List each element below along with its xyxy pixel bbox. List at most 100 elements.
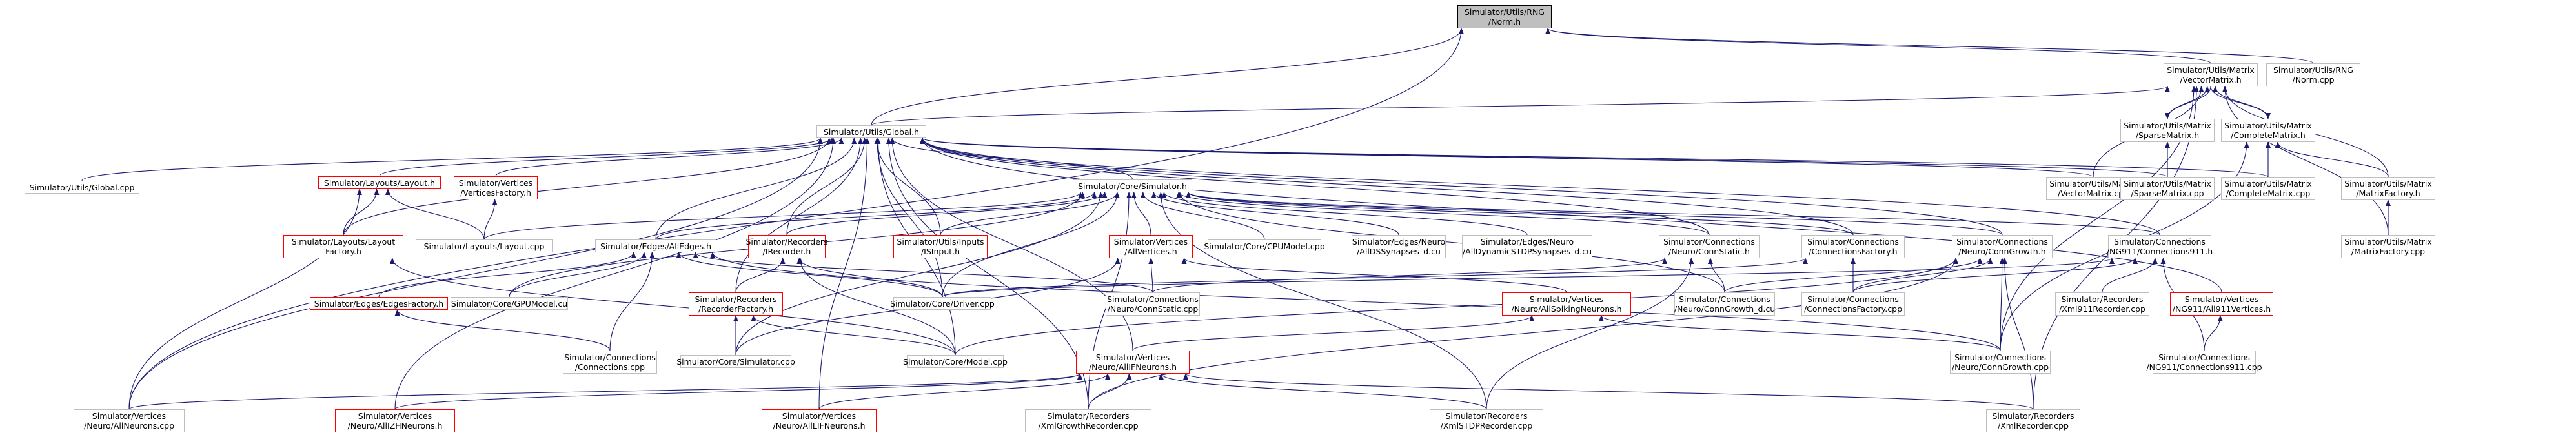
file-node-core-sim-cpp[interactable]: Simulator/Core/Simulator.cpp bbox=[676, 355, 795, 368]
node-label-line: Simulator/Connections bbox=[1807, 237, 1899, 247]
file-node-allneuro-cpp[interactable]: Simulator/Vertices/Neuro/AllNeurons.cpp bbox=[74, 409, 185, 432]
file-node-cpumodel-cpp[interactable]: Simulator/Core/CPUModel.cpp bbox=[1204, 239, 1325, 252]
node-label-line: Simulator/Vertices bbox=[2184, 294, 2259, 304]
file-node-allizh-h[interactable]: Simulator/Vertices/Neuro/AllIZHNeurons.h bbox=[335, 409, 455, 432]
file-node-rng-norm[interactable]: Simulator/Utils/RNG/Norm.h bbox=[1457, 5, 1552, 28]
include-edge bbox=[378, 252, 636, 298]
include-edge bbox=[1598, 315, 2001, 351]
node-label-line: Simulator/Connections bbox=[1956, 237, 2048, 247]
file-node-layout-h[interactable]: Simulator/Layouts/Layout.h bbox=[318, 176, 441, 189]
node-label-line: /Norm.h bbox=[1488, 17, 1521, 26]
file-node-complete-h[interactable]: Simulator/Utils/Matrix/CompleteMatrix.h bbox=[2221, 119, 2315, 142]
node-label-line: /MatrixFactory.cpp bbox=[2351, 247, 2426, 256]
include-edge bbox=[920, 137, 2160, 236]
file-node-connstatic-cpp[interactable]: Simulator/Connections/Neuro/ConnStatic.c… bbox=[1106, 292, 1200, 316]
file-node-allvert-h[interactable]: Simulator/Vertices/AllVertices.h bbox=[1109, 235, 1193, 258]
file-node-alllif-h[interactable]: Simulator/Vertices/Neuro/AllLIFNeurons.h bbox=[762, 409, 877, 432]
node-label-line: /Neuro/AllIZHNeurons.h bbox=[347, 421, 443, 431]
include-edge bbox=[796, 258, 943, 298]
include-edge bbox=[1999, 258, 2005, 351]
node-label-line: /ISInput.h bbox=[920, 247, 960, 256]
file-node-layout-cpp[interactable]: Simulator/Layouts/Layout.cpp bbox=[416, 239, 553, 252]
file-node-conngrowth-cu[interactable]: Simulator/Connections/Neuro/ConnGrowth_d… bbox=[1674, 292, 1775, 316]
file-node-alldss-cu[interactable]: Simulator/Edges/Neuro/AllDSSynapses_d.cu bbox=[1352, 235, 1446, 258]
node-label-line: Simulator/Edges/EdgesFactory.h bbox=[314, 298, 444, 309]
node-label-line: /XmlSTDPRecorder.cpp bbox=[1440, 421, 1533, 431]
file-node-recfac-h[interactable]: Simulator/Recorders/RecorderFactory.h bbox=[689, 292, 783, 316]
file-node-xml911-cpp[interactable]: Simulator/Recorders/Xml911Recorder.cpp bbox=[2055, 292, 2149, 316]
file-node-connfac-cpp[interactable]: Simulator/Connections/ConnectionsFactory… bbox=[1801, 292, 1905, 316]
file-node-complete-cpp[interactable]: Simulator/Utils/Matrix/CompleteMatrix.cp… bbox=[2221, 177, 2315, 200]
node-label-line: Simulator/Recorders bbox=[745, 237, 828, 247]
file-node-connstatic-h[interactable]: Simulator/Connections/Neuro/ConnStatic.h bbox=[1659, 235, 1760, 258]
file-node-driver-cpp[interactable]: Simulator/Core/Driver.cpp bbox=[890, 297, 995, 310]
node-label-line: Simulator/Utils/Matrix bbox=[2344, 179, 2432, 188]
file-node-connfac-h[interactable]: Simulator/Connections/ConnectionsFactory… bbox=[1801, 235, 1905, 258]
include-edge bbox=[509, 252, 647, 298]
include-edge bbox=[1161, 192, 1528, 236]
include-edge bbox=[1545, 28, 2211, 64]
include-edge bbox=[1545, 28, 2314, 64]
include-edge bbox=[942, 192, 1120, 298]
file-node-core-sim-h[interactable]: Simulator/Core/Simulator.h bbox=[1073, 179, 1192, 192]
file-node-norm-cpp[interactable]: Simulator/Utils/RNG/Norm.cpp bbox=[2266, 63, 2360, 86]
file-node-matfac-cpp[interactable]: Simulator/Utils/Matrix/MatrixFactory.cpp bbox=[2341, 235, 2435, 258]
include-edge bbox=[343, 188, 380, 236]
file-node-xmlrec-cpp[interactable]: Simulator/Recorders/XmlRecorder.cpp bbox=[1986, 409, 2080, 432]
file-node-model-cpp[interactable]: Simulator/Core/Model.cpp bbox=[903, 355, 1008, 368]
file-node-all911-h[interactable]: Simulator/Vertices/NG911/All911Vertices.… bbox=[2170, 292, 2273, 316]
include-edge bbox=[1186, 192, 2003, 236]
node-label-line: Simulator/Utils/Inputs bbox=[897, 237, 984, 247]
include-edge bbox=[2167, 86, 2210, 119]
include-edge bbox=[81, 137, 823, 181]
file-node-ng911conn-h[interactable]: Simulator/Connections/NG911/Connections9… bbox=[2107, 235, 2213, 258]
file-node-vecmat-h[interactable]: Simulator/Utils/Matrix/VectorMatrix.h bbox=[2164, 63, 2258, 86]
include-edge bbox=[920, 137, 2003, 236]
file-node-global-cpp[interactable]: Simulator/Utils/Global.cpp bbox=[25, 181, 139, 194]
node-label-line: /NG911/Connections911.cpp bbox=[2146, 362, 2262, 372]
file-node-xmlgrowth-cpp[interactable]: Simulator/Recorders/XmlGrowthRecorder.cp… bbox=[1025, 409, 1151, 432]
file-node-alledges-h[interactable]: Simulator/Edges/AllEdges.h bbox=[595, 239, 716, 252]
file-node-sparse-h[interactable]: Simulator/Utils/Matrix/SparseMatrix.h bbox=[2120, 119, 2215, 142]
node-label-line: /AllDynamicSTDPSynapses_d.cu bbox=[1462, 247, 1592, 256]
file-node-alldstdp-cu[interactable]: Simulator/Edges/Neuro/AllDynamicSTDPSyna… bbox=[1462, 235, 1592, 258]
include-edge bbox=[1181, 258, 1567, 293]
include-edge bbox=[1148, 258, 1154, 293]
include-edge bbox=[2275, 141, 2389, 178]
node-label-line: /Neuro/ConnStatic.cpp bbox=[1107, 304, 1199, 314]
include-edge bbox=[495, 137, 844, 177]
file-node-isinput-h[interactable]: Simulator/Utils/Inputs/ISInput.h bbox=[893, 235, 988, 258]
node-label-line: Simulator/Core/CPUModel.cpp bbox=[1204, 241, 1325, 251]
include-edge bbox=[1186, 192, 2160, 236]
include-edge bbox=[818, 373, 1110, 410]
node-label-line: Simulator/Vertices bbox=[358, 411, 432, 421]
file-node-ng911conn-cpp[interactable]: Simulator/Connections/NG911/Connections9… bbox=[2146, 351, 2262, 374]
file-node-irecorder-h[interactable]: Simulator/Recorders/IRecorder.h bbox=[745, 235, 828, 258]
file-node-global-h[interactable]: Simulator/Utils/Global.h bbox=[816, 125, 926, 138]
include-edge bbox=[1159, 373, 1487, 410]
node-label-line: Simulator/Connections bbox=[2114, 237, 2206, 247]
include-edge bbox=[2165, 86, 2211, 119]
file-node-allif-h[interactable]: Simulator/Vertices/Neuro/AllIFNeurons.h bbox=[1076, 351, 1190, 374]
file-node-edgefac-h[interactable]: Simulator/Edges/EdgesFactory.h bbox=[310, 297, 448, 310]
file-node-allspiking-h[interactable]: Simulator/Vertices/Neuro/AllSpikingNeuro… bbox=[1502, 292, 1631, 316]
file-node-gpumodel-cu[interactable]: Simulator/Core/GPUModel.cu bbox=[451, 297, 568, 310]
node-label-line: /NG911/All911Vertices.h bbox=[2172, 304, 2271, 314]
file-node-matfac-h[interactable]: Simulator/Utils/Matrix/MatrixFactory.h bbox=[2341, 177, 2435, 200]
include-edge bbox=[385, 188, 485, 240]
file-node-conngrowth-cpp[interactable]: Simulator/Connections/Neuro/ConnGrowth.c… bbox=[1950, 351, 2051, 374]
include-edge bbox=[2102, 258, 2158, 293]
include-edge bbox=[735, 192, 1104, 356]
file-node-vertfac-h[interactable]: Simulator/Vertices/VerticesFactory.h bbox=[454, 176, 538, 199]
include-edge bbox=[786, 192, 1108, 236]
file-node-sparse-cpp[interactable]: Simulator/Utils/Matrix/SparseMatrix.cpp bbox=[2120, 177, 2215, 200]
node-label-line: Simulator/Vertices bbox=[1095, 352, 1170, 362]
file-node-conngrowth-h[interactable]: Simulator/Connections/Neuro/ConnGrowth.h bbox=[1952, 235, 2053, 258]
file-node-connections-cpp[interactable]: Simulator/Connections/Connections.cpp bbox=[563, 351, 657, 374]
file-node-xmlstdp-cpp[interactable]: Simulator/Recorders/XmlSTDPRecorder.cpp bbox=[1430, 409, 1543, 432]
node-label-line: Simulator/Vertices bbox=[1113, 237, 1188, 247]
node-label-line: /ConnectionsFactory.cpp bbox=[1803, 304, 1903, 314]
include-edge bbox=[1131, 192, 1151, 236]
include-edge bbox=[874, 137, 943, 298]
